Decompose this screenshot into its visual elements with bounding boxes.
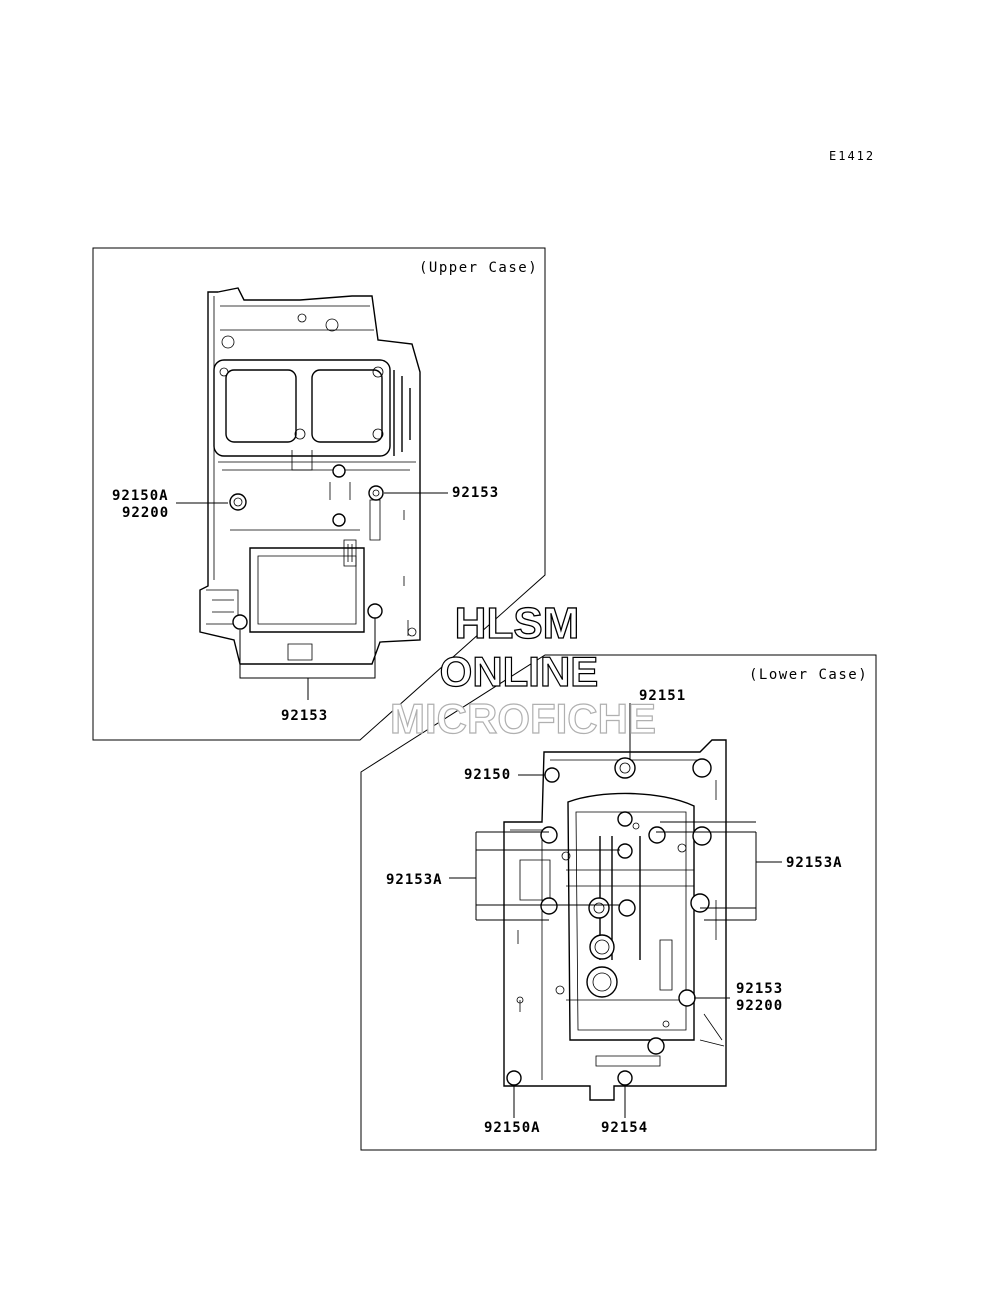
label-lower-92153a-right: 92153A: [786, 855, 843, 871]
diagram-code: E1412: [829, 149, 875, 163]
label-upper-92150a: 92150A: [112, 488, 169, 504]
watermark-line-2: ONLINE: [440, 648, 599, 695]
label-lower-92153: 92153: [736, 981, 783, 997]
leader-upper-bottom: [239, 618, 376, 700]
label-lower-92151: 92151: [639, 688, 686, 704]
upper-case-panel: (Upper Case): [92, 247, 546, 741]
lower-case-panel: (Lower Case): [360, 654, 877, 1151]
label-lower-92153a-left: 92153A: [386, 872, 443, 888]
label-upper-92153-bottom: 92153: [281, 708, 328, 724]
label-lower-92154: 92154: [601, 1120, 648, 1136]
upper-case-caption: (Upper Case): [419, 260, 538, 276]
upper-crankcase-drawing: [199, 287, 421, 665]
label-upper-92153-right: 92153: [452, 485, 499, 501]
leader-lower-left: [449, 831, 620, 921]
watermark-line-1: HLSM: [455, 599, 580, 648]
label-lower-92150a: 92150A: [484, 1120, 541, 1136]
leader-lower-right: [656, 821, 782, 921]
upper-case-frame: [92, 247, 546, 741]
lower-case-frame: [360, 654, 877, 1151]
lower-crankcase-drawing: [503, 739, 727, 1101]
label-lower-92150: 92150: [464, 767, 511, 783]
lower-case-caption: (Lower Case): [749, 667, 868, 683]
label-upper-92200: 92200: [122, 505, 169, 521]
label-lower-92200: 92200: [736, 998, 783, 1014]
watermark: HLSM ONLINE MICROFICHE: [389, 598, 656, 742]
watermark-line-3: MICROFICHE: [390, 695, 656, 742]
